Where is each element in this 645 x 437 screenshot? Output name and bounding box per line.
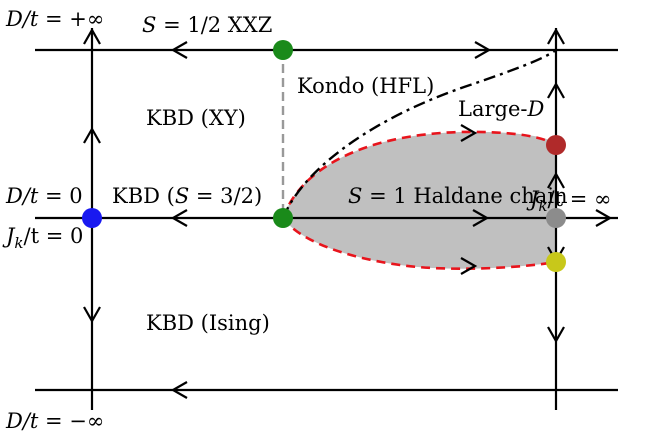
- arrowhead-mid-right-end: [595, 209, 613, 227]
- label-haldane-chain: S = 1 Haldane chain: [348, 184, 568, 208]
- haldane-phase-region: [283, 131, 556, 269]
- arrowhead-left-upper-up: [83, 126, 101, 144]
- arrowhead-bottom-left: [170, 381, 188, 399]
- arrowhead-boundary-upper: [460, 124, 478, 142]
- arrowhead-right-upper-up: [547, 81, 565, 99]
- haldane-boundary-line-lower: [281, 217, 557, 271]
- arrowhead-right-lower-down: [547, 326, 565, 344]
- arrowhead-mid-left: [170, 209, 188, 227]
- label-jk-inf: Jk/t = ∞: [526, 187, 611, 215]
- label-kondo-hfl: Kondo (HFL): [297, 74, 434, 98]
- arrowhead-left-lower-down: [83, 306, 101, 324]
- kondo-boundary-line: [281, 49, 557, 219]
- arrowhead-mid-right-1: [472, 209, 490, 227]
- label-jk-zero: Jk/t = 0: [2, 224, 83, 252]
- arrowhead-top-right-up: [547, 27, 565, 45]
- label-d-neg-inf: D/t = −∞: [5, 409, 104, 433]
- fixed-point-green-top: [273, 40, 293, 60]
- label-kbd-ising: KBD (Ising): [146, 311, 270, 335]
- arrowhead-top-line-right: [474, 41, 492, 59]
- arrowhead-right-mid-up: [547, 171, 565, 189]
- fixed-point-red: [546, 135, 566, 155]
- label-d-pos-inf: D/t = +∞: [5, 7, 104, 31]
- fixed-point-blue: [82, 208, 102, 228]
- arrowhead-top-left-up: [83, 27, 101, 45]
- label-s-half-xxz: S = 1/2 XXZ: [142, 13, 272, 37]
- fixed-point-gray: [546, 208, 566, 228]
- fixed-point-green-mid: [273, 208, 293, 228]
- label-large-d: Large-D: [458, 97, 544, 121]
- label-d-zero: D/t = 0: [5, 184, 83, 208]
- fixed-point-yellow: [546, 252, 566, 272]
- label-kbd-xy: KBD (XY): [146, 106, 246, 130]
- label-kbd-s32: KBD (S = 3/2): [112, 184, 262, 208]
- arrowhead-boundary-lower: [460, 257, 478, 275]
- arrowhead-top-line-left: [170, 41, 188, 59]
